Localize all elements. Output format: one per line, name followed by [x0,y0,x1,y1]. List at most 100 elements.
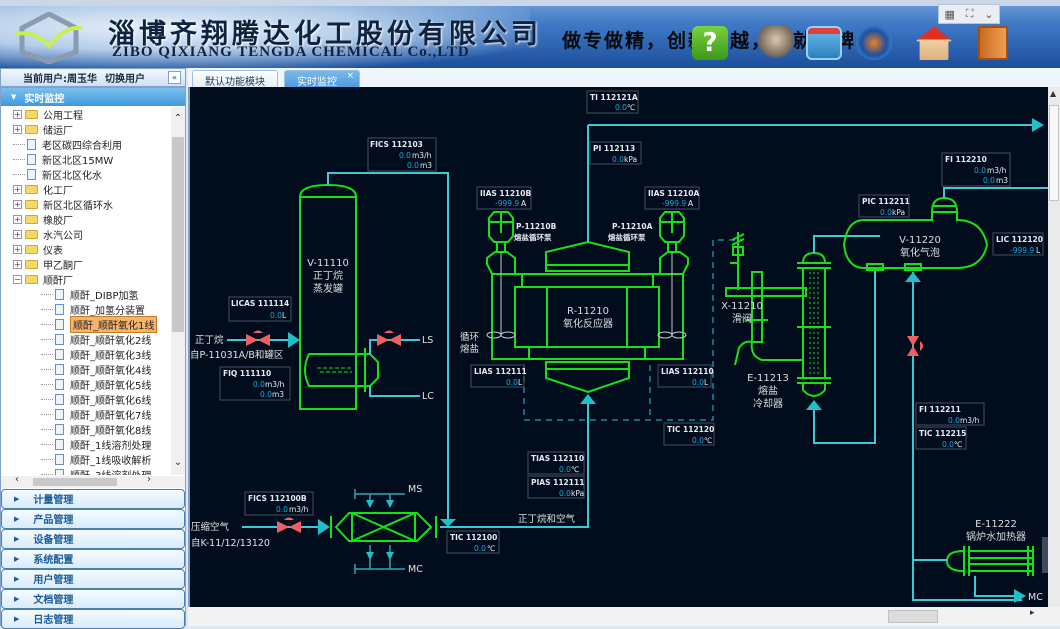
vessel-v11110[interactable] [298,183,379,410]
control-valve-icon[interactable] [277,517,301,534]
user-keys-icon[interactable] [856,26,892,60]
tree-item[interactable]: +仪表 [1,242,171,257]
scroll-left-icon[interactable]: ‹ [15,474,19,485]
expand-icon[interactable]: + [13,260,22,269]
control-valve-icon[interactable] [907,336,923,356]
menu-section[interactable]: ▶设备管理 [1,529,185,549]
menu-section[interactable]: ▶产品管理 [1,509,185,529]
help-icon[interactable]: ? [692,26,728,60]
tree-item[interactable]: 顺酐_1线吸收解析 [1,452,171,467]
collapse-icon[interactable]: − [13,275,22,284]
close-tab-icon[interactable]: × [346,71,354,81]
tree-item[interactable]: +储运厂 [1,122,171,137]
switch-user-link[interactable]: 切换用户 [105,74,145,85]
menu-section[interactable]: ▶用户管理 [1,569,185,589]
control-valve-icon[interactable] [246,330,270,347]
scroll-up-icon[interactable]: ⌃ [173,113,183,124]
painter-icon[interactable] [758,26,794,60]
tree-item[interactable]: +化工厂 [1,182,171,197]
chevron-down-icon[interactable]: ⌄ [984,7,994,21]
tree-item[interactable]: +公用工程 [1,107,171,122]
scroll-down-icon[interactable]: ⌄ [173,457,183,468]
menu-section[interactable]: ▶计量管理 [1,489,185,509]
grid-icon[interactable]: ▦ [944,7,955,21]
menu-section[interactable]: ▶系统配置 [1,549,185,569]
scroll-thumb[interactable] [888,610,938,623]
diagram-horizontal-scrollbar[interactable]: ▸ [188,607,1060,626]
tab-default-module[interactable]: 默认功能模块 [192,70,278,88]
tree-item[interactable]: +新区北区循环水 [1,197,171,212]
scroll-thumb[interactable] [1049,105,1059,201]
tree-item[interactable]: 顺酐_顺酐氧化6线 [1,392,171,407]
expand-icon[interactable]: + [13,185,22,194]
tree-item[interactable]: 新区北区化水 [1,167,171,182]
tree-item[interactable]: 顺酐_1线溶剂处理 [1,437,171,452]
tree-item[interactable]: −顺酐厂 [1,272,171,287]
tree-item[interactable]: 顺酐_顺酐氧化8线 [1,422,171,437]
pump-p11210b[interactable] [486,211,516,339]
scroll-thumb[interactable] [172,137,184,332]
tree-item[interactable]: 新区北区15MW [1,152,171,167]
expand-icon[interactable]: + [13,215,22,224]
menu-section[interactable]: ▶文档管理 [1,589,185,609]
tree-item[interactable]: 顺酐_3线溶剂处理 [1,467,171,475]
tree-item[interactable]: 顺酐_顺酐氧化3线 [1,347,171,362]
tree-item[interactable]: 顺酐_顺酐氧化7线 [1,407,171,422]
tree-item[interactable]: 顺酐_顺酐氧化5线 [1,377,171,392]
expand-icon[interactable]: + [13,200,22,209]
expand-icon[interactable]: + [13,125,22,134]
air-preheater[interactable] [330,512,437,542]
tree-item[interactable]: +橡胶厂 [1,212,171,227]
tree-vertical-scrollbar[interactable]: ⌃ ⌄ [171,107,185,475]
scroll-thumb[interactable] [33,478,117,486]
collapse-sidebar-button[interactable]: « [168,71,181,84]
heater-e11222[interactable] [945,546,1034,576]
tree-item[interactable]: 顺酐_顺酐氧化1线 [1,316,171,333]
reactor-r11210[interactable] [486,125,689,394]
tree-item[interactable]: 老区碳四综合利用 [1,137,171,152]
scroll-right-icon[interactable]: › [147,474,151,485]
side-widget-icon[interactable] [1042,537,1050,573]
tab-realtime-monitor[interactable]: 实时监控× [284,70,360,88]
diagram-vertical-scrollbar[interactable]: ▲ [1048,87,1060,607]
scroll-up-icon[interactable]: ▲ [1050,89,1057,98]
section-header-realtime[interactable]: ▼实时监控 [1,88,185,106]
cooler-e11213[interactable] [797,251,831,397]
tree-item[interactable]: 顺酐_DIBP加氢 [1,287,171,302]
expand-icon[interactable]: + [13,230,22,239]
slide-valve-x11210[interactable] [725,232,807,366]
tree-item[interactable]: 顺酐_加氢分装置 [1,302,171,317]
pump-p11210a[interactable] [657,211,687,339]
toolbox-icon[interactable] [806,26,842,60]
tree-horizontal-scrollbar[interactable]: ‹ › [1,474,185,488]
tree-item[interactable]: +水汽公司 [1,227,171,242]
scroll-right-icon[interactable]: ▸ [1030,608,1035,618]
tree-item[interactable]: 顺酐_顺酐氧化2线 [1,332,171,347]
drum-v11220[interactable] [842,196,989,271]
exit-door-icon[interactable] [978,26,1008,60]
home-icon[interactable] [916,26,952,60]
tree-item[interactable]: +甲乙酮厂 [1,257,171,272]
expand-icon[interactable]: + [13,110,22,119]
tree-item[interactable]: 顺酐_顺酐氧化4线 [1,362,171,377]
control-valve-icon[interactable] [377,330,401,347]
